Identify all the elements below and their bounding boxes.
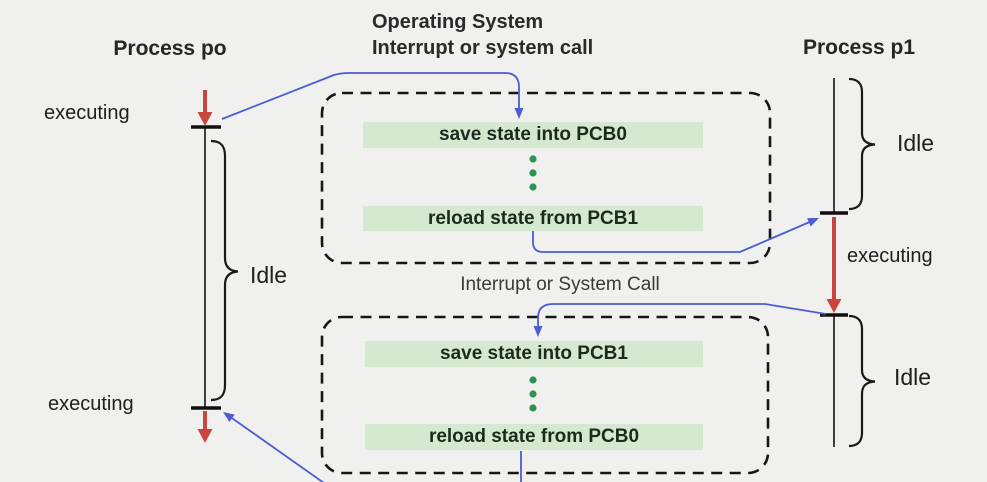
interrupt-system-call-label: Interrupt or System Call bbox=[460, 274, 660, 295]
os-header-line2: Interrupt or system call bbox=[372, 37, 594, 59]
p0-executing-label-bottom: executing bbox=[48, 393, 134, 415]
p0-idle-brace bbox=[210, 139, 239, 402]
os-header: Operating System Interrupt or system cal… bbox=[372, 9, 593, 61]
arrow-return-to-p0-line bbox=[228, 415, 325, 482]
arrowhead-save-pcb1 bbox=[533, 326, 543, 337]
os-header-line1: Operating System bbox=[372, 11, 544, 33]
p1-executing-arrowhead bbox=[826, 299, 842, 313]
p1-idle-label-top: Idle bbox=[897, 130, 935, 156]
p0-idle-label: Idle bbox=[250, 262, 288, 288]
step-reload-state-pcb0: reload state from PCB0 bbox=[365, 424, 703, 450]
p0-title: Process po bbox=[113, 37, 227, 60]
p0-executing-arrowhead-bottom bbox=[197, 429, 213, 443]
arrow-p0-to-save-pcb0 bbox=[221, 72, 520, 120]
p0-executing-label-top: executing bbox=[44, 102, 130, 124]
ellipsis-dots-box2 bbox=[529, 376, 537, 412]
step-save-state-pcb1: save state into PCB1 bbox=[365, 341, 703, 367]
arrow-p1-to-save-pcb1 bbox=[537, 303, 827, 330]
os-box-2-border bbox=[320, 315, 770, 475]
p1-title: Process p1 bbox=[802, 36, 916, 59]
step-reload-state-pcb1: reload state from PCB1 bbox=[363, 206, 703, 231]
arrowhead-save-pcb0 bbox=[514, 108, 524, 119]
arrowhead-p0-tick-bottom bbox=[223, 412, 235, 422]
arrowhead-p1-tick bbox=[807, 218, 819, 227]
ellipsis-dots-box1 bbox=[529, 155, 537, 191]
p0-executing-arrowhead-top bbox=[197, 112, 213, 126]
os-box-1-border bbox=[320, 91, 772, 265]
arrow-reload-pcb1-to-p1 bbox=[532, 220, 813, 253]
p1-executing-label: executing bbox=[847, 245, 933, 267]
p1-idle-brace-top bbox=[848, 77, 876, 211]
p1-idle-brace-bottom bbox=[848, 314, 876, 448]
p1-idle-label-bottom: Idle bbox=[894, 364, 932, 390]
step-save-state-pcb0: save state into PCB0 bbox=[363, 122, 703, 148]
